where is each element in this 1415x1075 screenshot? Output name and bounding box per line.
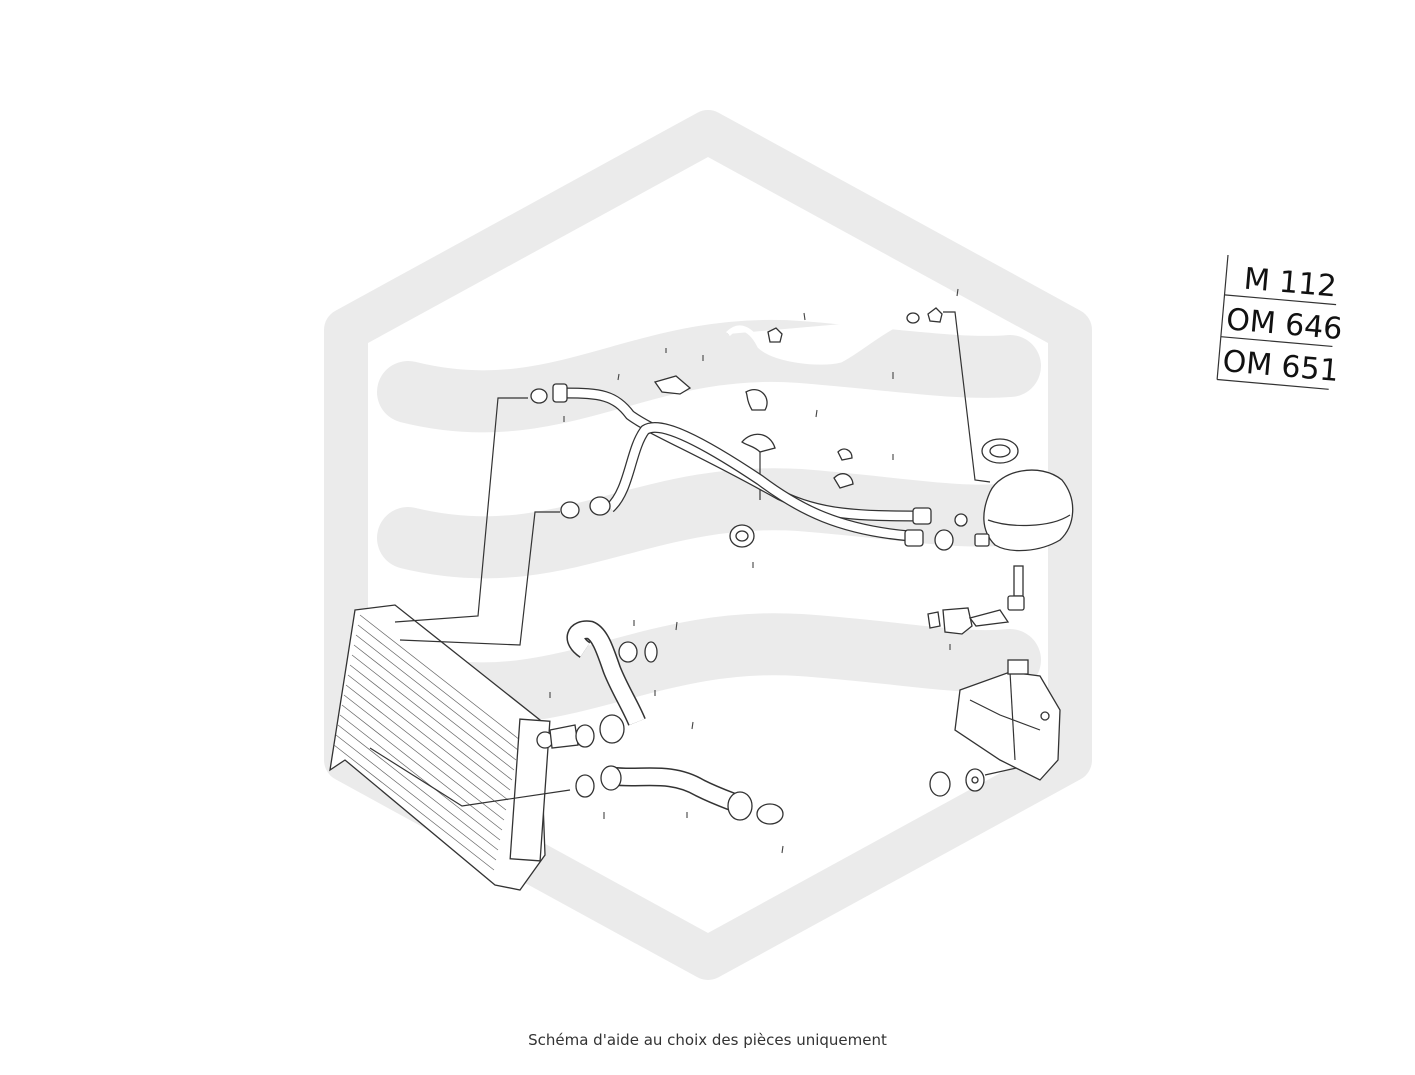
radiator-fins [333, 614, 521, 871]
coolant-sensor [927, 607, 1010, 635]
engine-code-om646: OM 646 [1225, 302, 1344, 347]
engine-code-om651: OM 651 [1221, 344, 1340, 389]
long-coolant-hoses [552, 383, 932, 547]
reference-ticks [549, 288, 959, 854]
lower-radiator-hoses [566, 620, 784, 825]
diagram-caption: Schéma d'aide au choix des pièces unique… [528, 1031, 887, 1049]
tank-bracket [929, 659, 1061, 797]
leader-lines [369, 311, 1031, 807]
engine-code-table: M 112 OM 646 OM 651 [1216, 254, 1344, 390]
engine-code-m112: M 112 [1242, 262, 1337, 305]
upper-vent-hose [726, 307, 943, 365]
watermark-logo [324, 110, 1092, 980]
expansion-tank [974, 438, 1074, 611]
radiator [329, 604, 579, 891]
hose-clamps [530, 375, 968, 551]
